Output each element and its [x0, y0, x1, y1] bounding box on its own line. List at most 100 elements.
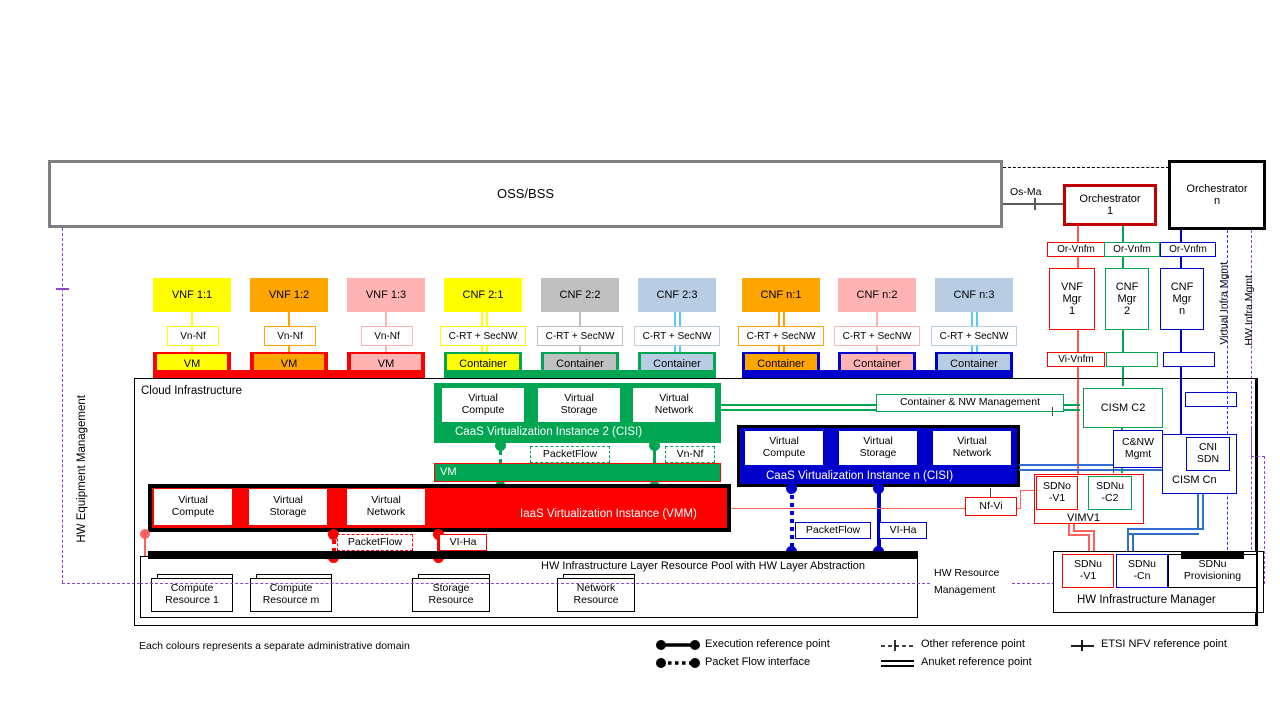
vnf-box-1-label: VNF 1:2: [268, 288, 310, 301]
caas2-vnnf-dot-top: [649, 440, 660, 451]
packet-flow-interface-icon: [656, 658, 700, 668]
vn-nf-box-2: Vn-Nf: [361, 326, 413, 346]
caasn-virtual-storage[interactable]: Virtual Storage: [838, 430, 918, 466]
container-group-bar-blue: [742, 370, 1013, 378]
c-rt-secnw-box-7: C-RT + SecNW: [834, 326, 920, 346]
container-label-8: Container: [950, 357, 998, 370]
vnf-mgr-1-box[interactable]: VNF Mgr 1: [1049, 268, 1095, 330]
or-vnfm-label-2: Or-Vnfm: [1113, 244, 1151, 255]
ossbss-box[interactable]: OSS/BSS: [48, 160, 1003, 228]
cnf-mgr-2-box[interactable]: CNF Mgr 2: [1105, 268, 1149, 330]
vm-group-bar: [153, 370, 425, 378]
or-vnfm-label-1: Or-Vnfm: [1057, 244, 1095, 255]
network-resource-line2: Resource: [573, 594, 619, 606]
nf-vi-label: Nf-Vi: [979, 499, 1003, 512]
execution-reference-point-label: Execution reference point: [705, 638, 830, 650]
caas2-vm-strip-label: VM: [440, 466, 457, 478]
sdno-v1-line1: SDNo: [1042, 480, 1071, 493]
sdno-v1-box[interactable]: SDNo -V1: [1036, 476, 1078, 510]
sdnu-cn-line1: SDNu: [1127, 558, 1156, 571]
container-group-bar-green: [444, 370, 716, 378]
sdnu-provisioning-box[interactable]: SDNu Provisioning: [1168, 554, 1257, 588]
vi-vnfm-box-1: Vi-Vnfm: [1047, 352, 1105, 367]
cnf-box-8-label: CNF n:3: [953, 288, 995, 301]
container-box-4[interactable]: Container: [544, 354, 616, 374]
cnf-box-6[interactable]: CNF n:1: [742, 278, 820, 312]
cnf-mgr-n-line3: n: [1178, 305, 1186, 317]
cnf-box-4[interactable]: CNF 2:2: [541, 278, 619, 312]
vm-box-1[interactable]: VM: [254, 354, 324, 374]
sdnu-cn-box[interactable]: SDNu -Cn: [1116, 554, 1168, 588]
vnf-mgr-1-line2: Mgr: [1062, 293, 1082, 305]
iaas-vs-line2: Storage: [269, 506, 307, 518]
orchestrator-n-label-line1: Orchestrator: [1186, 183, 1248, 195]
c-rt-secnw-label-5: C-RT + SecNW: [642, 330, 712, 342]
caas2-vm-strip[interactable]: [434, 463, 721, 482]
sdnu-v1-box[interactable]: SDNu -V1: [1062, 554, 1114, 588]
virtual-infra-mgmt-label: Virtual Infra Mgmt: [1218, 262, 1230, 345]
cnf-box-7[interactable]: CNF n:2: [838, 278, 916, 312]
caas2-packetflow-label: PacketFlow: [542, 447, 598, 460]
virtual-infra-mgmt-line: [1227, 230, 1228, 585]
caasn-virtual-network[interactable]: Virtual Network: [932, 430, 1012, 466]
orchestrator-1-box[interactable]: Orchestrator 1: [1063, 184, 1157, 226]
cnw-mgmt-box[interactable]: C&NW Mgmt: [1113, 430, 1163, 468]
caas2-virtual-network[interactable]: Virtual Network: [632, 387, 716, 423]
nf-vi-box: Nf-Vi: [965, 497, 1017, 516]
anuket-tick-caasn: [1113, 464, 1115, 473]
container-box-3[interactable]: Container: [447, 354, 519, 374]
c-rt-secnw-label-4: C-RT + SecNW: [545, 330, 615, 342]
vimv1-down-line-e: [1088, 534, 1090, 554]
container-box-7[interactable]: Container: [841, 354, 913, 374]
orchestrator-n-box[interactable]: Orchestrator n: [1168, 160, 1266, 230]
iaas-virtual-network[interactable]: Virtual Network: [346, 488, 426, 526]
c-rt-secnw-label-6: C-RT + SecNW: [746, 330, 816, 342]
sdnu-v1-line2: -V1: [1079, 570, 1097, 582]
cnf-box-5[interactable]: CNF 2:3: [638, 278, 716, 312]
caasn-virtual-compute[interactable]: Virtual Compute: [744, 430, 824, 466]
cnf-box-8[interactable]: CNF n:3: [935, 278, 1013, 312]
vn-nf-label-2: Vn-Nf: [374, 330, 400, 342]
hw-infra-mgmt-elbow-h: [1251, 456, 1265, 457]
container-nw-management-box[interactable]: Container & NW Management: [876, 394, 1064, 412]
iaas-pf-dot-top: [328, 529, 339, 540]
os-ma-connector-line: [1003, 203, 1069, 205]
execution-reference-point-icon: [656, 640, 700, 650]
caas2-virtual-storage[interactable]: Virtual Storage: [537, 387, 621, 423]
cism-c2-box[interactable]: CISM C2: [1083, 388, 1163, 428]
sdnu-c2-box[interactable]: SDNu -C2: [1088, 476, 1132, 510]
cnf-mgr-n-line2: Mgr: [1172, 293, 1192, 305]
cnf-mgr-2-line2: Mgr: [1117, 293, 1137, 305]
cni-sdn-box[interactable]: CNI SDN: [1186, 437, 1230, 471]
hw-equipment-management-line-bottom: [62, 583, 140, 584]
vnf-box-2[interactable]: VNF 1:3: [347, 278, 425, 312]
vm-label-1: VM: [280, 357, 298, 370]
cloud-infrastructure-title: Cloud Infrastructure: [141, 385, 242, 397]
caasn-pf-dot-top: [786, 483, 797, 494]
cnf-mgr-n-box[interactable]: CNF Mgr n: [1160, 268, 1204, 330]
cnf-mgr-2-line1: CNF: [1115, 281, 1139, 293]
caas2-virtual-compute[interactable]: Virtual Compute: [441, 387, 525, 423]
vm-box-0[interactable]: VM: [157, 354, 227, 374]
c-rt-secnw-box-6: C-RT + SecNW: [738, 326, 824, 346]
caas-cisi-n-label: CaaS Virtualization Instance n (CISI): [766, 470, 954, 482]
container-box-8[interactable]: Container: [938, 354, 1010, 374]
vnf-box-1[interactable]: VNF 1:2: [250, 278, 328, 312]
cnf-box-3[interactable]: CNF 2:1: [444, 278, 522, 312]
sdnu-cn-line2: -Cn: [1133, 570, 1151, 582]
cnf-box-6-label: CNF n:1: [760, 288, 802, 301]
cismcn-down-line-f: [1132, 533, 1134, 554]
container-label-7: Container: [853, 357, 901, 370]
container-box-5[interactable]: Container: [641, 354, 713, 374]
cismcn-down-line-e: [1127, 528, 1129, 554]
anuket-reference-point-label: Anuket reference point: [921, 656, 1032, 668]
right-outer-frame: [1256, 378, 1258, 626]
iaas-virtual-compute[interactable]: Virtual Compute: [153, 488, 233, 526]
hw-infrastructure-manager-label: HW Infrastructure Manager: [1077, 594, 1216, 606]
iaas-vc-line2: Compute: [171, 506, 215, 518]
vm-box-2[interactable]: VM: [351, 354, 421, 374]
container-box-6[interactable]: Container: [745, 354, 817, 374]
vnf-box-0[interactable]: VNF 1:1: [153, 278, 231, 312]
iaas-viha-box: VI-Ha: [439, 534, 487, 551]
iaas-virtual-storage[interactable]: Virtual Storage: [248, 488, 328, 526]
